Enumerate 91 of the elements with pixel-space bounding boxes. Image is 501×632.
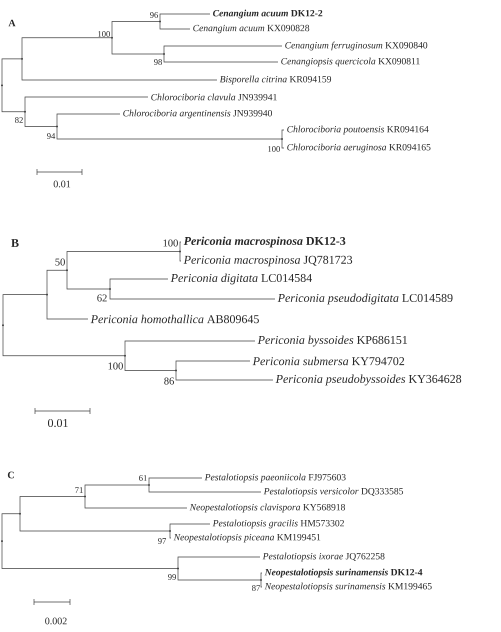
branch [84, 484, 150, 497]
branch [178, 568, 262, 580]
taxon-label: Cenangium acuum KX090828 [193, 24, 310, 34]
branch [160, 14, 210, 22]
scale-value: 0.01 [54, 180, 70, 188]
taxon-label: Neopestalotiopsis surinamensis DK12-4 [264, 568, 422, 578]
bootstrap-value: 97 [158, 538, 166, 544]
taxon-label: Chlorociboria poutoensis KR094164 [287, 126, 429, 134]
bootstrap-value: 100 [108, 362, 123, 370]
taxon-label: Pestalotiopsis paeoniicola FJ975603 [204, 474, 346, 482]
branch [282, 138, 284, 148]
branch [56, 126, 282, 140]
branch [110, 288, 276, 300]
bootstrap-value: 61 [139, 475, 147, 481]
branch [84, 496, 188, 508]
panel-label: B [11, 239, 19, 247]
branch [22, 58, 218, 80]
bootstrap-value: 82 [15, 117, 23, 123]
branch [176, 360, 250, 371]
bootstrap-value: 96 [150, 12, 158, 18]
bootstrap-value: 100 [164, 239, 178, 247]
branch [66, 251, 180, 271]
branch [110, 278, 168, 290]
branch [20, 513, 170, 532]
branch [260, 580, 262, 588]
branch [180, 242, 182, 252]
bootstrap-value: 87 [252, 585, 260, 591]
branch [282, 130, 284, 140]
branch [24, 96, 148, 112]
branch [46, 270, 68, 295]
branch [170, 524, 210, 532]
branch [2, 540, 178, 569]
branch [260, 572, 262, 580]
taxon-label: Neopestalotiopsis surinamensis KM199465 [264, 582, 432, 592]
branch [164, 46, 282, 54]
branch [2, 294, 48, 326]
scale-value: 0.01 [48, 418, 68, 428]
taxon-label: Cenangium ferruginosum KX090840 [285, 42, 428, 50]
branch [2, 513, 20, 542]
branch [178, 556, 260, 569]
taxon-label: Periconia macrospinosa DK12-3 [184, 236, 346, 248]
branch [66, 270, 110, 290]
bootstrap-value: 99 [168, 574, 176, 580]
taxon-label: Periconia homothallica AB809645 [90, 314, 259, 324]
branch [148, 484, 262, 492]
branch [46, 294, 88, 320]
taxon-label: Cenangium acuum DK12-2 [213, 10, 322, 18]
bootstrap-value: 86 [164, 377, 174, 385]
bootstrap-value: 94 [47, 133, 56, 139]
branch [148, 478, 202, 486]
bootstrap-value: 62 [97, 294, 107, 302]
branch [160, 21, 190, 30]
taxon-label: Neopestalotiopsis piceana KM199451 [174, 534, 320, 542]
bootstrap-value: 50 [55, 258, 65, 266]
scale-value: 0.002 [45, 618, 67, 624]
branch [2, 58, 22, 86]
taxon-label: Chlorociboria clavula JN939941 [151, 94, 277, 100]
branch [24, 111, 58, 127]
taxon-label: Pestalotiopsis gracilis HM573302 [212, 520, 344, 528]
taxon-label: Bisporella citrina KR094159 [220, 76, 332, 84]
branch [176, 370, 274, 380]
branch [2, 324, 126, 356]
branch [124, 340, 256, 356]
taxon-label: Periconia submersa KY794702 [252, 356, 404, 366]
taxon-label: Neopestalotiopsis clavispora KY568918 [190, 504, 345, 512]
branch [170, 530, 172, 538]
taxon-label: Periconia byssoides KP686151 [258, 336, 408, 346]
branch [2, 84, 26, 112]
branch [124, 355, 176, 371]
bootstrap-value: 100 [268, 146, 280, 152]
taxon-label: Pestalotiopsis ixorae JQ762258 [262, 552, 385, 562]
branch [56, 114, 120, 127]
bootstrap-value: 71 [75, 487, 83, 493]
branch [112, 37, 164, 54]
taxon-label: Cenangiopsis quercicola KX090811 [281, 58, 420, 66]
bootstrap-value: 100 [98, 31, 110, 37]
taxon-label: Periconia macrospinosa JQ781723 [184, 256, 352, 266]
branch [164, 54, 278, 62]
branch [20, 496, 86, 514]
taxon-label: Chlorociboria aeruginosa KR094165 [287, 144, 430, 152]
bootstrap-value: 98 [154, 59, 162, 65]
taxon-label: Chlorociboria argentinensis JN939940 [123, 110, 272, 118]
panel-label: A [8, 20, 16, 26]
taxon-label: Periconia digitata LC014584 [170, 274, 312, 284]
taxon-label: Periconia pseudobyssoides KY364628 [276, 374, 462, 386]
panel-label: C [8, 472, 14, 478]
taxon-label: Pestalotiopsis versicolor DQ333585 [264, 488, 404, 496]
taxon-label: Periconia pseudodigitata LC014589 [278, 294, 453, 304]
branch [22, 37, 112, 60]
branch [112, 21, 160, 38]
branch [180, 251, 182, 262]
